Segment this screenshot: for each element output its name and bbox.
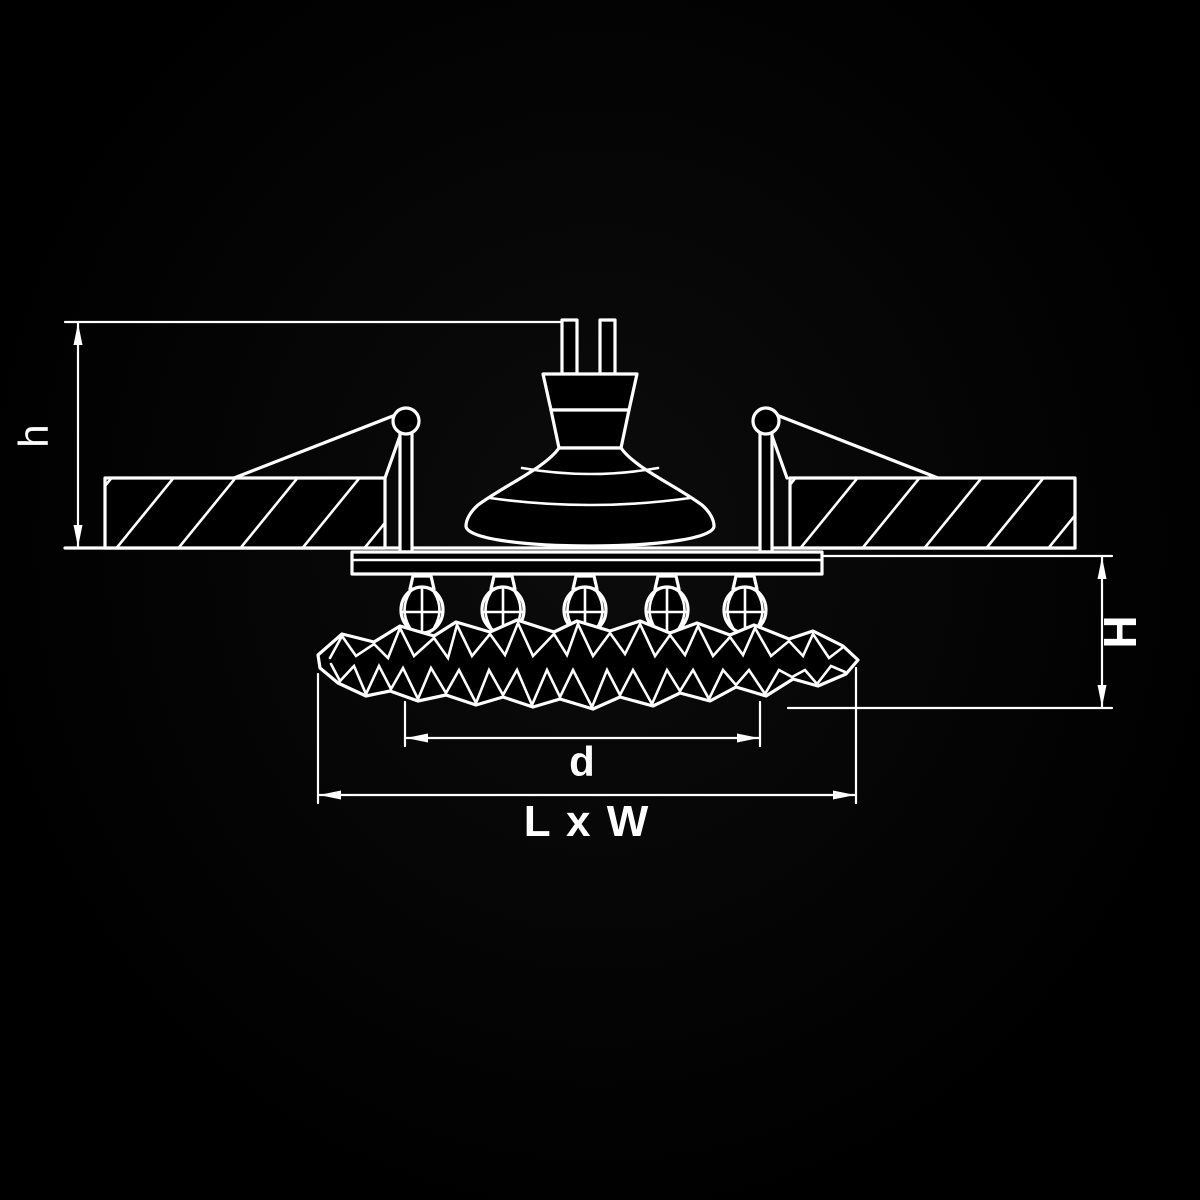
- dimension-lw: L x W: [316, 666, 858, 846]
- lw-arrow-right: [833, 790, 855, 800]
- dimension-h: h: [10, 320, 564, 549]
- dimension-h-label: h: [10, 424, 57, 447]
- spring-pivot-left: [391, 406, 421, 436]
- d-arrow-left: [406, 733, 428, 743]
- lamp: [464, 318, 716, 548]
- reflector-ridge-2: [488, 496, 692, 507]
- d-arrow-right: [737, 733, 759, 743]
- h-arrow-down: [73, 525, 83, 547]
- spring-clip-left: [232, 406, 421, 554]
- H-arrow-up: [1097, 557, 1107, 579]
- trim-plate: [350, 550, 824, 576]
- garland-facets-upper: [328, 619, 844, 662]
- hatch-pattern-left: [105, 478, 385, 548]
- dimension-H-label: H: [1094, 615, 1146, 648]
- spring-rod-right: [758, 426, 774, 554]
- dimension-d: d: [403, 700, 762, 785]
- spring-rod-left: [398, 426, 414, 554]
- crystal-bead: [399, 574, 445, 635]
- h-arrow-up: [73, 323, 83, 345]
- lamp-reflector: [464, 446, 716, 548]
- spring-pivot-right: [751, 406, 781, 436]
- dimension-H: H: [786, 554, 1146, 710]
- hatch-pattern-right: [790, 478, 1075, 548]
- crystal-bead: [722, 574, 768, 635]
- dimension-d-label: d: [569, 738, 595, 785]
- lamp-pin-left: [560, 318, 579, 376]
- spring-clip-right: [751, 406, 940, 554]
- lamp-cap: [541, 372, 639, 412]
- crystal-garland: [316, 618, 860, 711]
- ceiling-panel-left: [103, 476, 387, 550]
- lamp-neck: [549, 408, 631, 450]
- dimension-lw-label: L x W: [524, 797, 651, 846]
- H-arrow-down: [1097, 685, 1107, 707]
- lw-arrow-left: [319, 790, 341, 800]
- garland-facets-lower: [329, 662, 847, 711]
- reflector-ridge-1: [520, 466, 660, 476]
- lamp-pin-right: [598, 318, 617, 376]
- ceiling-panel-right: [788, 476, 1077, 550]
